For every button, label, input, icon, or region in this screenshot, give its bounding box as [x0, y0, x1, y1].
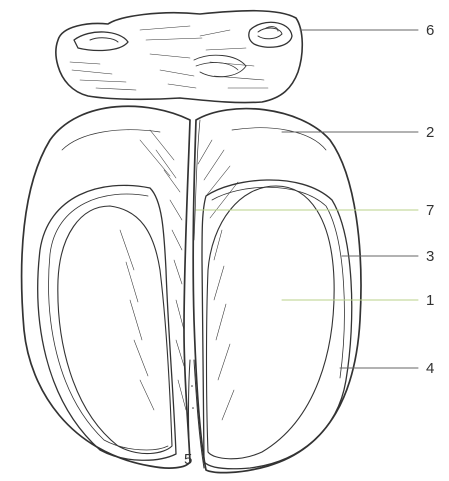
label-7: 7: [426, 203, 434, 218]
label-6: 6: [426, 23, 434, 38]
label-3: 3: [426, 249, 434, 264]
label-5: 5: [184, 452, 192, 467]
label-1: 1: [426, 293, 434, 308]
label-4: 4: [426, 361, 434, 376]
label-2: 2: [426, 125, 434, 140]
heel-bulbs: [56, 11, 303, 103]
